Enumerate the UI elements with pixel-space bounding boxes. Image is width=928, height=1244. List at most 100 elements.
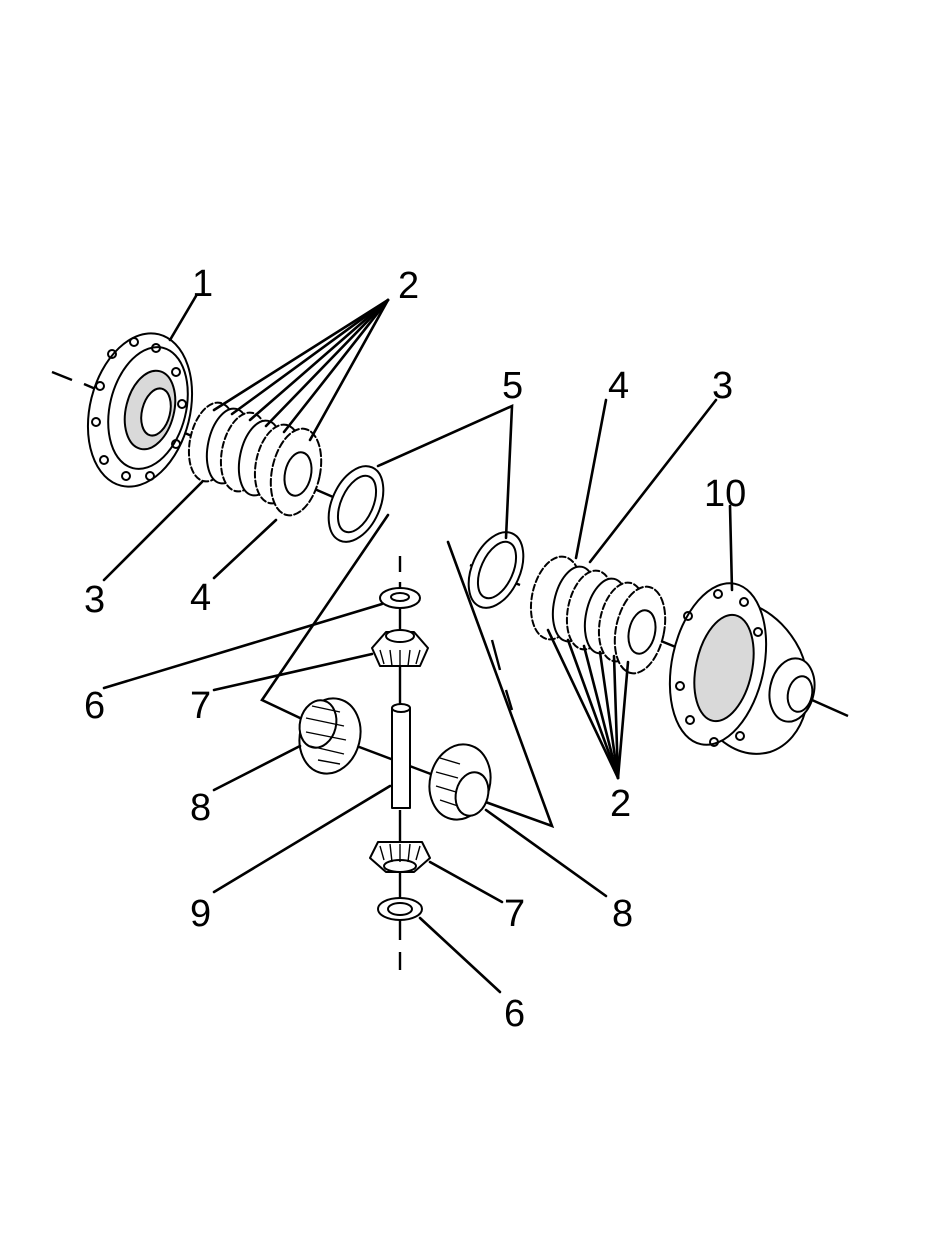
side-gear-right [428,743,492,821]
callout-3-right: 3 [712,365,733,407]
leader-5 [376,403,514,540]
callout-3-left: 3 [84,579,105,621]
side-gear-hub [454,771,490,817]
pinion-body [371,631,429,667]
case-hub-bore [786,675,814,713]
bolt-hole [107,349,117,359]
leader-2a-2 [230,298,390,416]
leader-2a-4 [264,298,390,428]
leader-lines [102,294,734,994]
side-gear-tooth-lines [435,757,461,807]
pinion-face [385,629,415,643]
shaft-top [391,703,411,713]
callout-labels: 1 2 2 3 3 4 4 5 6 6 7 7 8 8 9 10 [84,263,746,1035]
callout-1: 1 [192,263,213,305]
bolt-hole [171,439,181,449]
pinion-washer-bottom [377,897,423,921]
bolt-hole [753,627,763,637]
leader-4a [212,518,278,580]
leader-7a [212,652,374,692]
bolt-hole [709,737,719,747]
leader-8b [484,808,608,898]
leader-3b [588,398,718,564]
leader-2a-6 [308,298,390,442]
bolt-hole [739,597,749,607]
bolt-hole [713,589,723,599]
bolt-hole [91,417,101,427]
flange-bolt-holes [91,337,187,481]
leader-2a-5 [282,298,390,434]
callout-7-left: 7 [190,685,211,727]
callout-6-bottom: 6 [504,993,525,1035]
clutch-plate-bore [283,451,313,497]
case-window [693,613,755,723]
callout-5: 5 [502,365,523,407]
bolt-hole [685,715,695,725]
leader-8a [212,744,302,792]
leader-2b-5 [612,654,620,780]
callout-8-left: 8 [190,787,211,829]
washer-inner [387,902,413,916]
bolt-hole [151,343,161,353]
pinion-shaft [391,703,411,809]
pinion-gear-top [371,629,429,667]
diagonal-dash-2 [504,689,514,711]
leader-7b [428,860,504,904]
callout-4-left: 4 [190,577,211,619]
bolt-hole [171,367,181,377]
leader-2b-6 [616,660,630,780]
assembly-brackets [260,513,555,829]
thrust-washer-left [327,465,385,543]
bolt-hole [683,611,693,621]
callout-7-right: 7 [504,893,525,935]
bolt-hole [121,471,131,481]
leader-10 [728,504,734,592]
callout-10: 10 [704,473,746,515]
right-clutch-pack [529,555,667,675]
left-clutch-pack [187,401,323,517]
washer-inner [476,540,518,600]
pinion-teeth [379,649,421,667]
callout-6-left: 6 [84,685,105,727]
right-bracket [446,540,555,829]
callout-2-top: 2 [398,265,419,307]
side-gear-tooth-lines [305,705,347,765]
leader-2a-3 [248,298,390,422]
left-bracket [260,513,390,720]
case-cover-flange [86,332,194,488]
shaft-body [391,707,411,809]
bolt-hole [177,399,187,409]
pinion-teeth [379,843,421,863]
bolt-hole [735,731,745,741]
bolt-hole [99,455,109,465]
bolt-hole [675,681,685,691]
flange-hub [140,387,172,437]
leader-6a [102,602,384,690]
leader-2b-4 [598,650,620,780]
axis-dash-left [51,370,73,382]
bolt-hole [95,381,105,391]
leader-2b-3 [582,644,620,780]
differential-case [668,582,816,755]
callout-9: 9 [190,893,211,935]
leader-2b-2 [566,638,620,780]
washer-inner [336,474,378,534]
leader-3a [102,480,204,582]
pinion-washer-top [379,587,421,609]
washer-inner [390,592,410,602]
callout-8-right: 8 [612,893,633,935]
leader-4b [574,398,608,560]
bolt-hole [129,337,139,347]
diagonal-dash-1 [490,639,502,671]
case-bolt-holes [675,589,763,747]
pinion-gear-bottom [369,841,431,873]
callout-4-right: 4 [608,365,629,407]
leader-2a-1 [212,298,390,412]
callout-2-bottom: 2 [610,783,631,825]
bolt-hole [145,471,155,481]
leader-1 [168,294,198,342]
leader-6b [418,916,502,994]
thrust-washer-right [467,531,525,609]
